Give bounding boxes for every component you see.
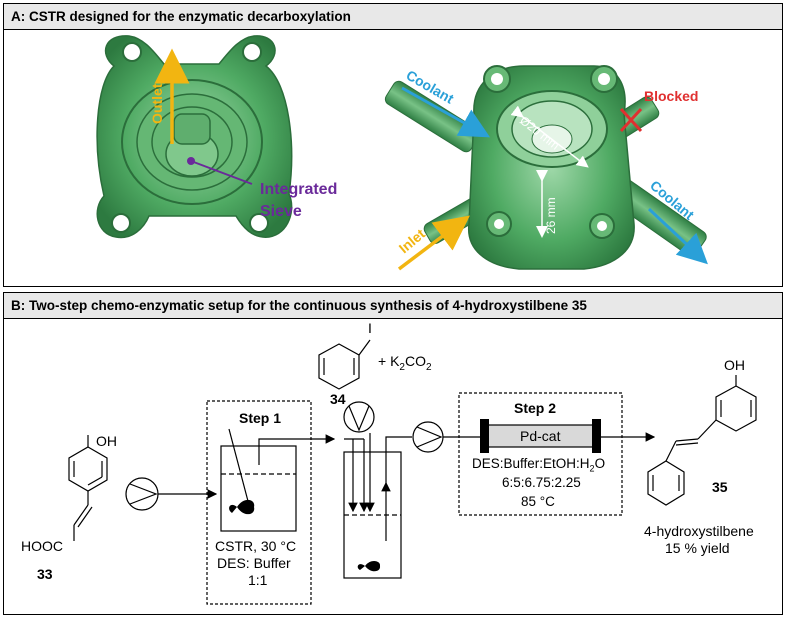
- step-2-label: Step 2: [514, 400, 557, 416]
- compound-33-structure: [68, 435, 108, 541]
- step-1-label: Step 1: [239, 410, 282, 426]
- iodo-label: I: [368, 320, 372, 336]
- compound-35-structure: [647, 375, 757, 506]
- step-2-box: [458, 392, 623, 516]
- solvent-label: DES:Buffer:EtOH:H2O: [472, 456, 606, 474]
- sieve-pointer: [190, 160, 253, 185]
- pump-2-icon: [343, 401, 375, 433]
- ratio-1: 1:1: [248, 572, 268, 588]
- label-35: 35: [712, 479, 728, 495]
- integrated-label: Integrated: [260, 181, 338, 198]
- blocked-label: Blocked: [644, 88, 699, 104]
- step-1-box: [206, 400, 312, 605]
- flow-scheme: [68, 339, 757, 605]
- inlet-arrow: [397, 215, 470, 271]
- coolant-in-arrow: [401, 86, 491, 138]
- reagent-label: + K2CO2: [378, 353, 432, 373]
- compound-34-structure: [318, 339, 371, 390]
- column-cap-right: [592, 419, 601, 453]
- sieve-label: Sieve: [260, 203, 302, 220]
- pd-cat-label: Pd-cat: [520, 428, 561, 444]
- label-34: 34: [330, 391, 346, 407]
- column-cap-left: [480, 419, 489, 453]
- coolant-out-arrow: [647, 207, 708, 265]
- hooc-label: HOOC: [21, 538, 63, 554]
- oh-35: OH: [724, 357, 745, 373]
- temp-2: 85 °C: [521, 494, 555, 509]
- outlet-label: Outlet: [149, 83, 165, 124]
- reactor-top-view: Outlet: [96, 35, 293, 239]
- ratio-2: 6:5:6.75:2.25: [502, 475, 581, 490]
- height-label: 26 mm: [544, 197, 558, 234]
- stirrer-1-icon: [229, 499, 255, 515]
- yield-label: 15 % yield: [665, 540, 730, 556]
- oh-33: OH: [96, 433, 117, 449]
- reactor-drawing: Outlet: [96, 35, 708, 271]
- reactor-3d-view: Ø20 mm 26 mm Coolant Coolant Inlet: [384, 65, 708, 271]
- pump-3-icon: [412, 421, 444, 453]
- cstr-temp: CSTR, 30 °C: [215, 538, 297, 554]
- panel-b: B: Two-step chemo-enzymatic setup for th…: [3, 292, 783, 615]
- panel-a: A: CSTR designed for the enzymatic decar…: [3, 3, 783, 287]
- panel-b-title: B: Two-step chemo-enzymatic setup for th…: [4, 293, 782, 319]
- panel-a-title: A: CSTR designed for the enzymatic decar…: [4, 4, 782, 30]
- label-33: 33: [37, 566, 53, 582]
- pump-1-icon: [125, 477, 159, 511]
- stirrer-2-icon: [357, 561, 381, 572]
- des-buffer: DES: Buffer: [217, 555, 291, 571]
- product-name: 4-hydroxystilbene: [644, 523, 754, 539]
